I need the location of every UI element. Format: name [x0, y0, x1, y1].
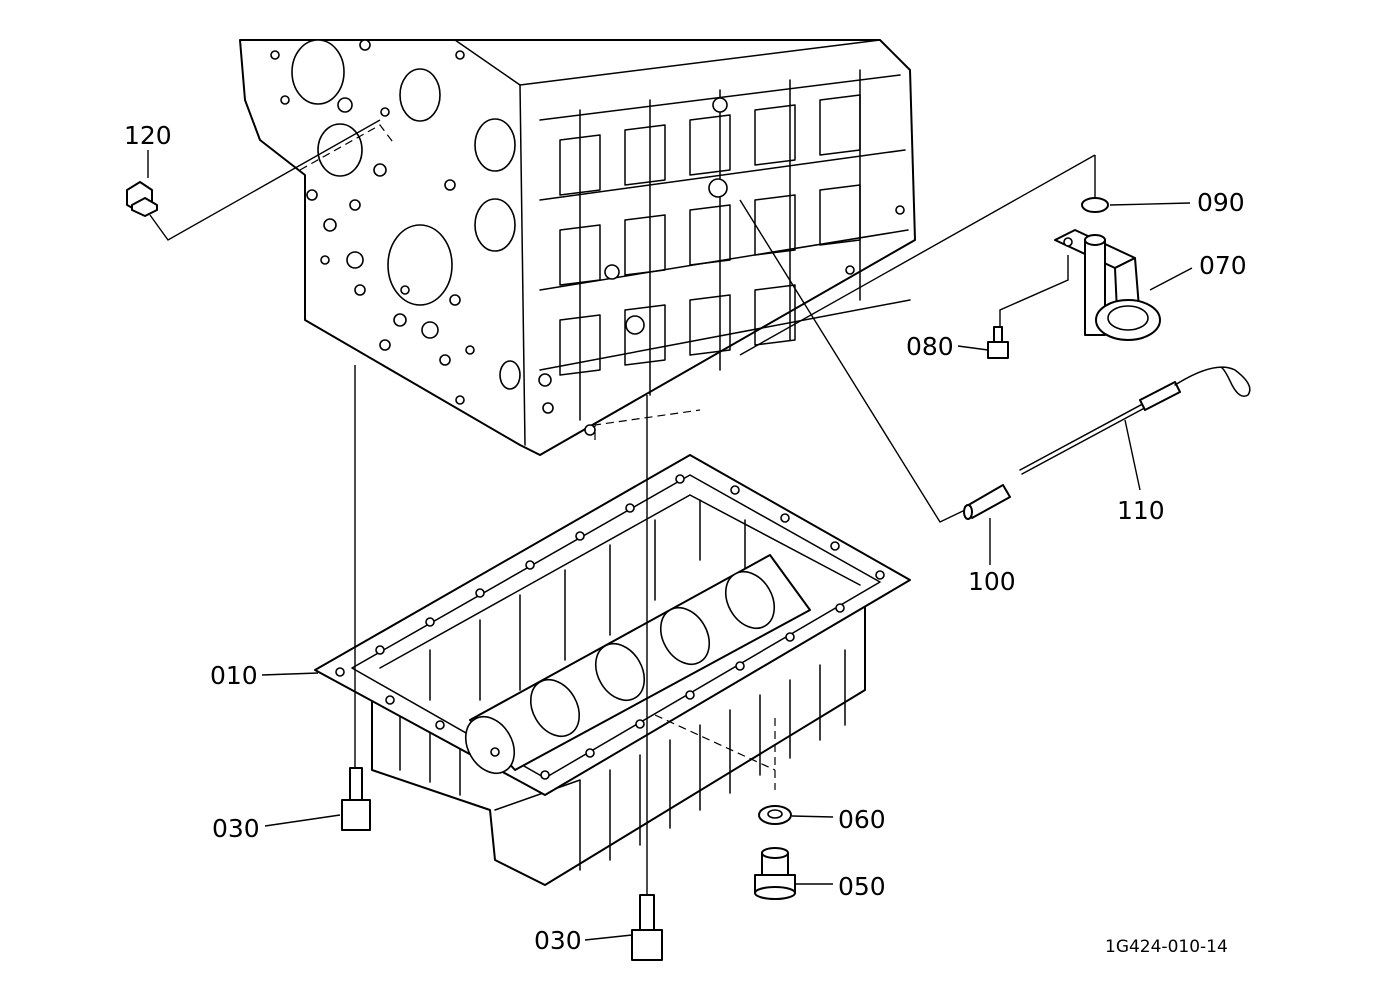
label-120: 120	[124, 121, 172, 150]
dipstick-guide-070	[1054, 229, 1161, 341]
washer-060	[758, 805, 792, 825]
dipstick-110	[1019, 366, 1251, 475]
drain-plug-050	[754, 847, 796, 900]
label-050: 050	[838, 872, 886, 901]
plug-120	[126, 181, 158, 217]
guide-pipe-100	[963, 484, 1011, 520]
leader-lines	[147, 119, 1193, 941]
o-ring-090	[1081, 197, 1109, 213]
bolt-030-bottom	[631, 894, 663, 961]
part-labels: 120 090 070 080 110 100 010 030 060 050 …	[124, 121, 1247, 957]
bolt-030-left	[341, 767, 371, 831]
label-100: 100	[968, 567, 1016, 596]
label-030-bottom: 030	[534, 926, 582, 955]
label-090: 090	[1197, 188, 1245, 217]
label-110: 110	[1117, 496, 1165, 525]
label-080: 080	[906, 332, 954, 361]
oil-pan	[314, 454, 911, 886]
diagram-code: 1G424-010-14	[1105, 937, 1228, 957]
label-060: 060	[838, 805, 886, 834]
label-010: 010	[210, 661, 258, 690]
bolt-080	[987, 326, 1009, 359]
label-070: 070	[1199, 251, 1247, 280]
label-030-left: 030	[212, 814, 260, 843]
engine-block	[239, 39, 916, 456]
